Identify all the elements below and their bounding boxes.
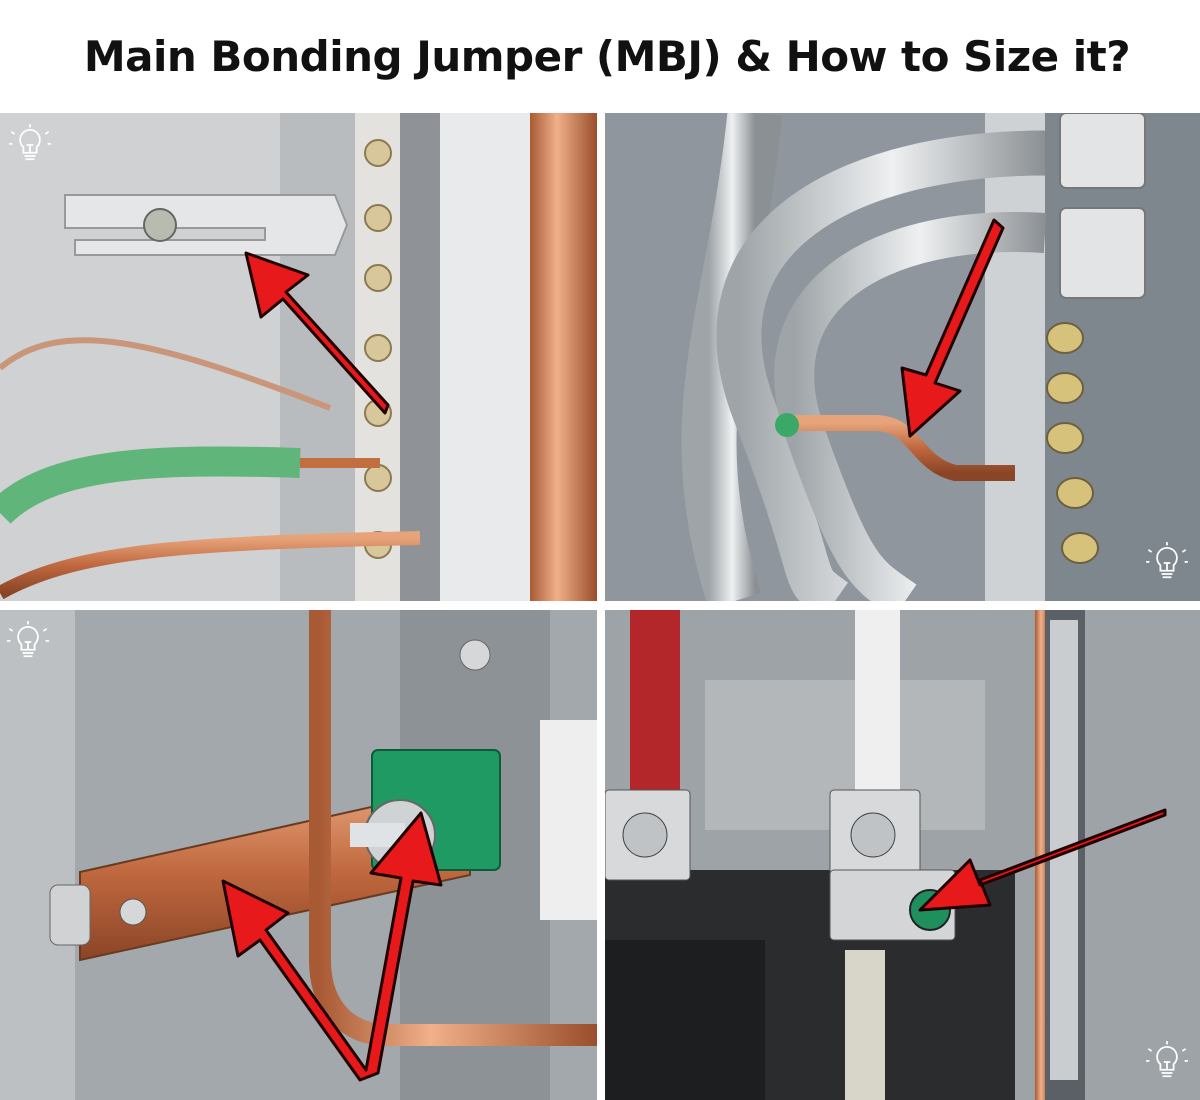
photo-panel-wire-jumper (605, 113, 1200, 601)
title-banner: Main Bonding Jumper (MBJ) & How to Size … (0, 0, 1200, 112)
photo-panel-green-bonding-screw (605, 610, 1200, 1100)
page-title: Main Bonding Jumper (MBJ) & How to Size … (83, 31, 1131, 81)
photo-panel-bonding-strap (0, 113, 597, 601)
photo-panel-copper-bar-jumper (0, 610, 597, 1100)
